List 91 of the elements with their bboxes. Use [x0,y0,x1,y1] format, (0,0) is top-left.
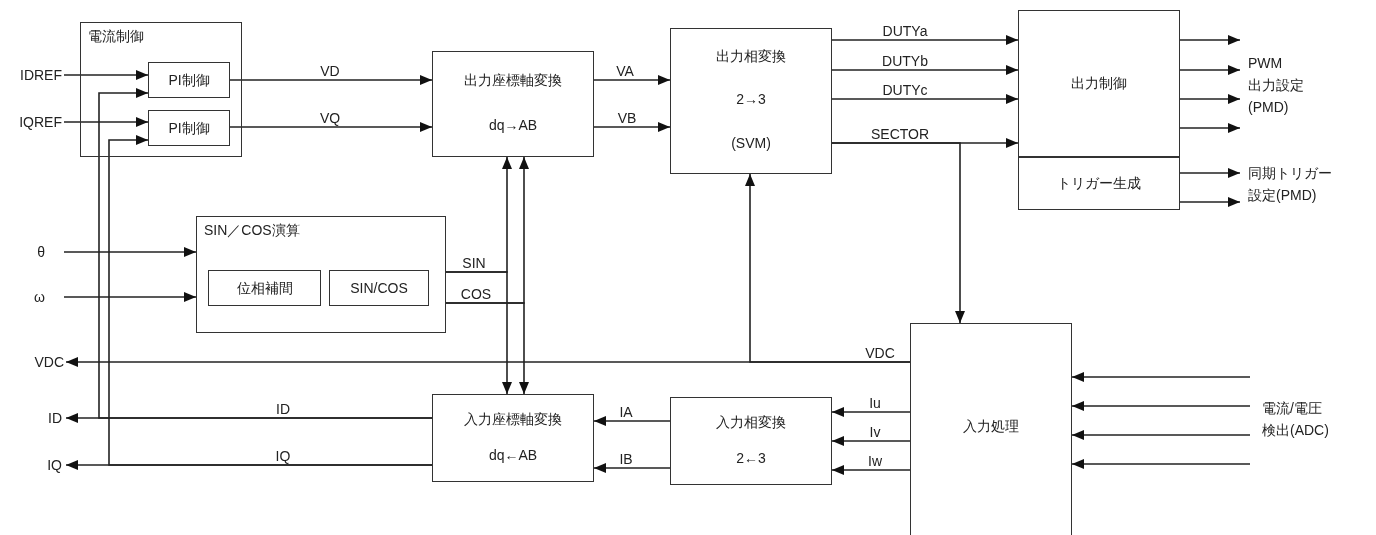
block-box [670,28,832,174]
block-title: 出力座標軸変換 [464,72,562,89]
edge-label: SECTOR [869,127,931,142]
arrow [229,122,433,132]
arrow [831,465,911,475]
block-box [208,270,321,306]
edge-label: VB [616,111,638,126]
signal-label: 電流/電圧検出(ADC) [1262,400,1329,438]
edge-label: SIN [461,256,487,271]
arrow [1179,65,1241,75]
block-box [432,51,594,157]
signal-label: θ [37,243,45,261]
arrow [593,416,671,426]
signal-label: ID [48,409,62,427]
arrow [63,247,197,257]
edge-label: Iv [868,425,882,440]
arrow [1179,197,1241,207]
block-title: 入力処理 [963,417,1019,435]
arrow [63,117,149,127]
signal-label: IQREF [19,113,62,131]
signal-label: IQ [47,456,62,474]
block-label: dq→AB [488,117,538,134]
block-title: 出力制御 [1071,75,1127,92]
arrow [1071,430,1251,440]
signal-label: VDC [34,353,64,371]
block-box [148,62,230,98]
block-label: 2→3 [736,91,766,109]
arrow [593,463,671,473]
edge-label: Iw [867,454,883,469]
signal-label: 同期トリガー設定(PMD) [1248,165,1332,203]
arrow [831,35,1019,45]
arrow [63,70,149,80]
edge-label: DUTYa [881,24,929,39]
block-label: dq←AB [488,446,538,464]
block-box [910,323,1072,535]
arrow [445,271,512,395]
block-title: 出力相変換 [716,48,786,66]
arrow [831,65,1019,75]
arrow [1071,372,1251,382]
block-box [329,270,429,306]
edge-label: IQ [274,449,292,464]
arrow [1179,35,1241,45]
block-title: 電流制御 [88,28,144,45]
arrow [1071,401,1251,411]
signal-label: ω [34,288,45,306]
arrow [831,407,911,417]
arrow [63,292,197,302]
block-title: 位相補間 [236,279,293,297]
block-title: 入力座標軸変換 [464,410,562,428]
block-label: (SVM) [731,134,771,152]
edge-label: ID [275,402,291,417]
edge-label: COS [459,287,493,302]
block-title: SIN／COS演算 [204,222,300,239]
arrow [1179,123,1241,133]
block-title: トリガー生成 [1057,175,1141,192]
group-box [196,216,446,333]
arrow [831,94,1019,104]
block-title: PI制御 [168,119,210,137]
edge-label: IA [618,405,634,420]
signal-label: PWM 出力設定 (PMD) [1248,55,1304,115]
block-box [148,110,230,146]
arrow [831,142,965,324]
edge-label: VA [615,64,635,79]
block-title: PI制御 [168,71,210,89]
edge-label: IB [618,452,634,467]
edge-label: VQ [318,111,342,126]
edge-label: VDC [864,346,896,361]
edge-label: Iu [868,396,882,411]
arrow [98,88,433,419]
arrow [593,122,671,132]
block-box [670,397,832,485]
signal-label: IDREF [20,66,62,84]
arrow [1071,459,1251,469]
block-title: 入力相変換 [716,413,786,431]
arrow [108,135,433,466]
edge-label: VD [319,64,341,79]
block-box [1018,157,1180,210]
block-box [1018,10,1180,157]
arrow [1179,168,1241,178]
arrow [445,302,529,395]
block-label: 2←3 [736,449,766,467]
edge-label: DUTYc [881,83,929,98]
edge-label: DUTYb [881,54,929,69]
arrow [593,75,671,85]
block-box [432,394,594,482]
arrow [831,436,911,446]
group-box [80,22,242,157]
arrow [1179,94,1241,104]
block-title: SIN/COS [350,279,408,297]
arrow [229,75,433,85]
arrow [745,173,911,363]
